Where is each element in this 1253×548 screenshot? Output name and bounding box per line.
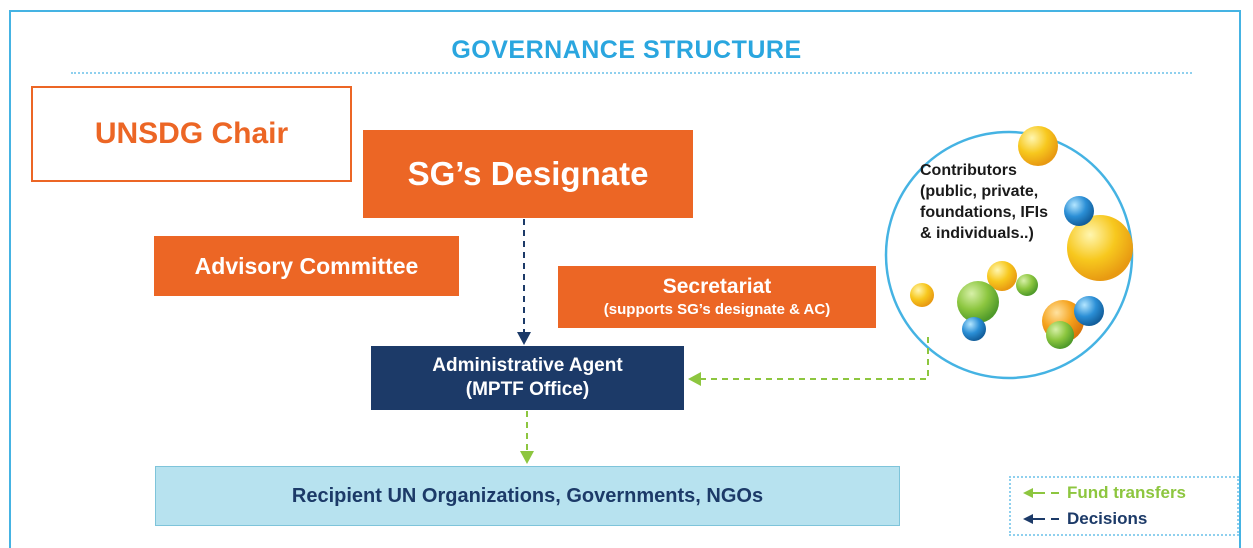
contributors-types-line: (public, private, bbox=[920, 183, 1039, 200]
administrative-agent-label: Administrative Agent bbox=[432, 355, 623, 376]
administrative-agent-sublabel: (MPTF Office) bbox=[465, 379, 590, 400]
title-divider bbox=[71, 72, 1192, 74]
legend-label: Decisions bbox=[1067, 509, 1148, 528]
contributor-bubble bbox=[987, 261, 1017, 291]
fund-arrowhead bbox=[688, 372, 701, 386]
contributor-bubble bbox=[910, 283, 934, 307]
contributors-types-line: foundations, IFIs bbox=[920, 204, 1048, 221]
decision-arrow-icon bbox=[1023, 514, 1059, 524]
fund-arrowhead bbox=[520, 451, 534, 464]
contributor-bubble bbox=[1016, 274, 1038, 296]
legend-label: Fund transfers bbox=[1067, 483, 1187, 502]
unsdg-chair-box: UNSDG Chair bbox=[31, 86, 352, 182]
legend-item-decisions: Decisions bbox=[1023, 508, 1147, 530]
advisory-committee-label: Advisory Committee bbox=[194, 252, 419, 279]
fund-connector bbox=[700, 337, 929, 380]
advisory-committee-box: Advisory Committee bbox=[154, 236, 459, 296]
contributor-bubble bbox=[962, 317, 986, 341]
recipients-label: Recipient UN Organizations, Governments,… bbox=[291, 484, 764, 507]
recipients-box: Recipient UN Organizations, Governments,… bbox=[155, 466, 900, 526]
decision-arrowhead bbox=[517, 332, 531, 345]
contributor-bubble bbox=[1046, 321, 1074, 349]
contributor-bubble bbox=[957, 281, 999, 323]
contributors-label: Contributors bbox=[920, 162, 1017, 179]
diagram-frame bbox=[9, 10, 1241, 548]
administrative-agent-box: Administrative Agent (MPTF Office) bbox=[371, 346, 684, 410]
sg-designate-box: SG’s Designate bbox=[363, 130, 693, 218]
secretariat-box: Secretariat (supports SG’s designate & A… bbox=[558, 266, 876, 328]
secretariat-title: Secretariat bbox=[662, 275, 772, 298]
legend: Fund transfers Decisions bbox=[1009, 476, 1239, 536]
contributors-text: Contributors (public, private, foundatio… bbox=[920, 160, 1080, 244]
sg-designate-label: SG’s Designate bbox=[407, 155, 649, 192]
contributor-bubble bbox=[1064, 196, 1094, 226]
legend-item-fund-transfers: Fund transfers bbox=[1023, 482, 1186, 504]
contributors-types-line: & individuals..) bbox=[920, 225, 1034, 242]
fund-arrow-icon bbox=[1023, 488, 1059, 498]
page-title: GOVERNANCE STRUCTURE bbox=[451, 36, 802, 64]
contributor-bubble bbox=[1067, 215, 1133, 281]
secretariat-note: (supports SG’s designate & AC) bbox=[603, 301, 831, 318]
contributor-bubble bbox=[1074, 296, 1104, 326]
contributor-bubble bbox=[1018, 126, 1058, 166]
unsdg-chair-label: UNSDG Chair bbox=[94, 117, 289, 150]
